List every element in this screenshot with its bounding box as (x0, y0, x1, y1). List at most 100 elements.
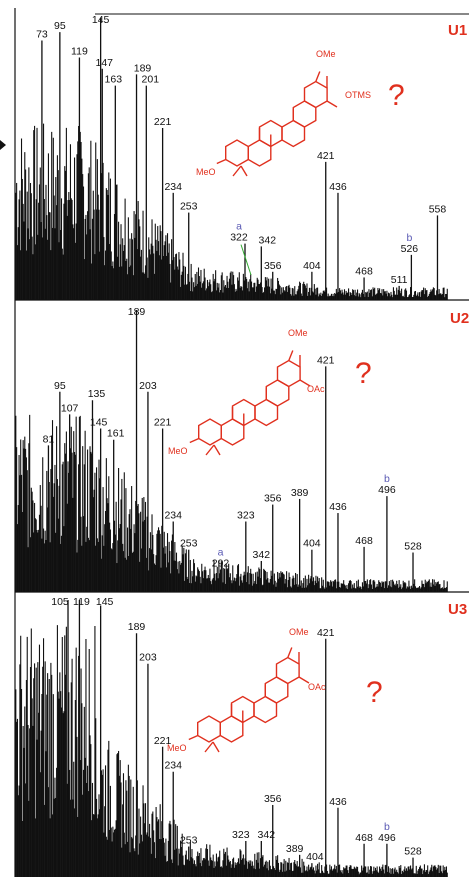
methoxy-bond (315, 71, 321, 82)
methoxy-bond (216, 158, 227, 165)
peak-label: 189 (128, 306, 146, 318)
peak-label: 253 (180, 538, 198, 550)
peak-label: 389 (291, 487, 309, 499)
peak-label: 119 (73, 596, 90, 608)
peak-label: 436 (329, 501, 347, 513)
peak-label: 234 (164, 510, 182, 522)
methyl-bond (232, 165, 242, 177)
peak-label: 468 (355, 832, 373, 844)
peak-label: 511 (391, 274, 408, 286)
peak-label: 436 (329, 796, 347, 808)
chem-label-side: OTMS (345, 90, 371, 100)
peak-label: 342 (259, 234, 277, 246)
peak-label: 528 (404, 846, 422, 858)
ring-bond (303, 80, 328, 109)
peak-label: 145 (96, 596, 114, 608)
chem-label-bottom: MeO (196, 167, 216, 177)
peak-label: 404 (306, 851, 324, 863)
panel-label-u1: U1 (448, 22, 467, 39)
peak-label: 221 (154, 416, 172, 428)
question-mark-u3: ? (366, 676, 383, 709)
triterpene-structure-u2: OMe OAc MeO (168, 328, 325, 456)
peak-label: 528 (404, 541, 422, 553)
peak-label: 95 (54, 380, 66, 392)
peak-label: 203 (139, 652, 157, 664)
chem-label-top: OMe (289, 627, 309, 637)
peak-label: 203 (139, 380, 157, 392)
peak-label: 253 (180, 835, 198, 847)
peak-label: 145 (90, 416, 108, 428)
ring-bond (224, 139, 250, 167)
peak-label: 404 (303, 538, 321, 550)
chem-label-top: OMe (288, 328, 308, 338)
peak-label: 73 (36, 29, 48, 41)
chem-label-top: OMe (316, 49, 336, 59)
peak-label: 558 (429, 203, 447, 215)
peak-label: 189 (128, 621, 146, 633)
methoxy-bond (189, 437, 200, 444)
fragment-letter: a (236, 221, 242, 233)
ring-bond (275, 656, 300, 685)
chem-label-side: OAc (308, 682, 326, 692)
peak-label: 234 (164, 760, 182, 772)
peak-label: 323 (237, 510, 255, 522)
peak-label: 135 (88, 388, 106, 400)
chem-label-side: OAc (307, 384, 325, 394)
peak-label: 253 (180, 201, 198, 213)
peak-label: 201 (142, 74, 160, 86)
peak-label: 404 (303, 260, 321, 272)
peak-label: 161 (107, 428, 125, 440)
peak-label: 323 (232, 829, 250, 841)
peak-label: 145 (92, 14, 110, 26)
side-chain-bond (326, 100, 338, 108)
peak-label: 436 (329, 181, 347, 193)
triterpene-structure-u3: OMe OAc MeO (167, 627, 326, 753)
chem-label-bottom: MeO (168, 446, 188, 456)
peak-label: 107 (61, 402, 79, 414)
methoxy-bond (287, 647, 293, 658)
peak-label: 496 (378, 484, 396, 496)
peak-label: 342 (258, 829, 276, 841)
peak-label: 292 (212, 557, 230, 569)
methyl-bond (212, 741, 220, 753)
peak-label: 95 (54, 20, 66, 32)
methyl-bond (240, 165, 248, 177)
peak-label: 163 (105, 74, 123, 86)
peak-label: 221 (154, 116, 172, 128)
arrow-pointer-icon (0, 140, 6, 150)
ring-bond (196, 715, 222, 743)
question-mark-u1: ? (388, 79, 405, 112)
peak-label: 496 (378, 832, 396, 844)
fragment-letter: b (406, 232, 412, 244)
spectrum-panel-u2: 8195107135145161189203221234253292a32334… (15, 306, 448, 592)
peak-label: 322 (230, 232, 248, 244)
peak-label: 421 (317, 150, 335, 162)
methyl-bond (213, 444, 221, 456)
chem-label-bottom: MeO (167, 743, 187, 753)
fragment-letter: b (384, 473, 390, 485)
peak-label: 356 (264, 260, 282, 272)
peak-label: 389 (286, 843, 304, 855)
peak-label: 147 (96, 57, 114, 69)
peak-label: 105 (51, 596, 69, 608)
peak-label: 81 (43, 433, 55, 445)
ring-bond (197, 418, 223, 446)
methoxy-bond (288, 350, 294, 361)
panel-label-u2: U2 (450, 310, 469, 327)
triterpene-structure-u1: OMe OTMS MeO (196, 49, 371, 177)
ring-bond (276, 359, 301, 388)
peak-label: 119 (71, 45, 88, 57)
peak-label: 421 (317, 627, 335, 639)
methyl-bond (204, 741, 214, 753)
peak-label: 234 (164, 181, 182, 193)
peak-label: 526 (401, 243, 419, 255)
side-chain-bond (299, 379, 311, 387)
fragment-letter: b (384, 821, 390, 833)
peak-label: 421 (317, 354, 335, 366)
fragment-letter: a (218, 546, 224, 558)
peak-label: 468 (355, 535, 373, 547)
side-chain-bond (298, 676, 310, 684)
peak-label: 468 (355, 265, 373, 277)
